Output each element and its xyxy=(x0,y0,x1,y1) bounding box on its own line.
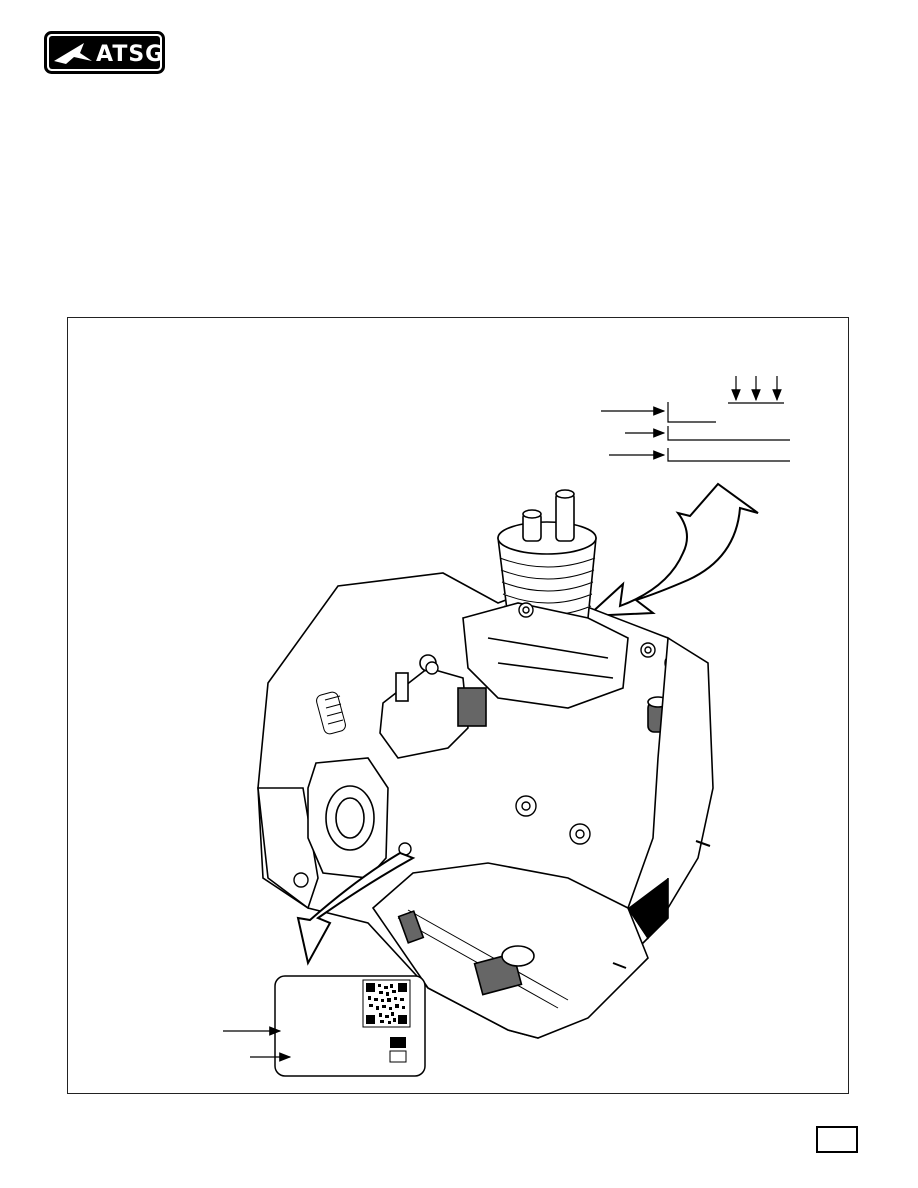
qr-code-icon xyxy=(362,979,411,1028)
transmission-body xyxy=(257,489,714,1039)
label-pointer-arrow xyxy=(296,851,416,966)
plane-icon xyxy=(54,43,92,64)
curved-arrow-icon xyxy=(585,482,759,618)
code-callout xyxy=(601,376,790,462)
page-number-box xyxy=(816,1126,858,1153)
figure-frame xyxy=(67,317,849,1094)
transmission-illustration xyxy=(223,376,790,1077)
atsg-logo: ATSG xyxy=(44,31,165,74)
logo-text: ATSG xyxy=(96,42,164,67)
id-label xyxy=(274,975,426,1077)
